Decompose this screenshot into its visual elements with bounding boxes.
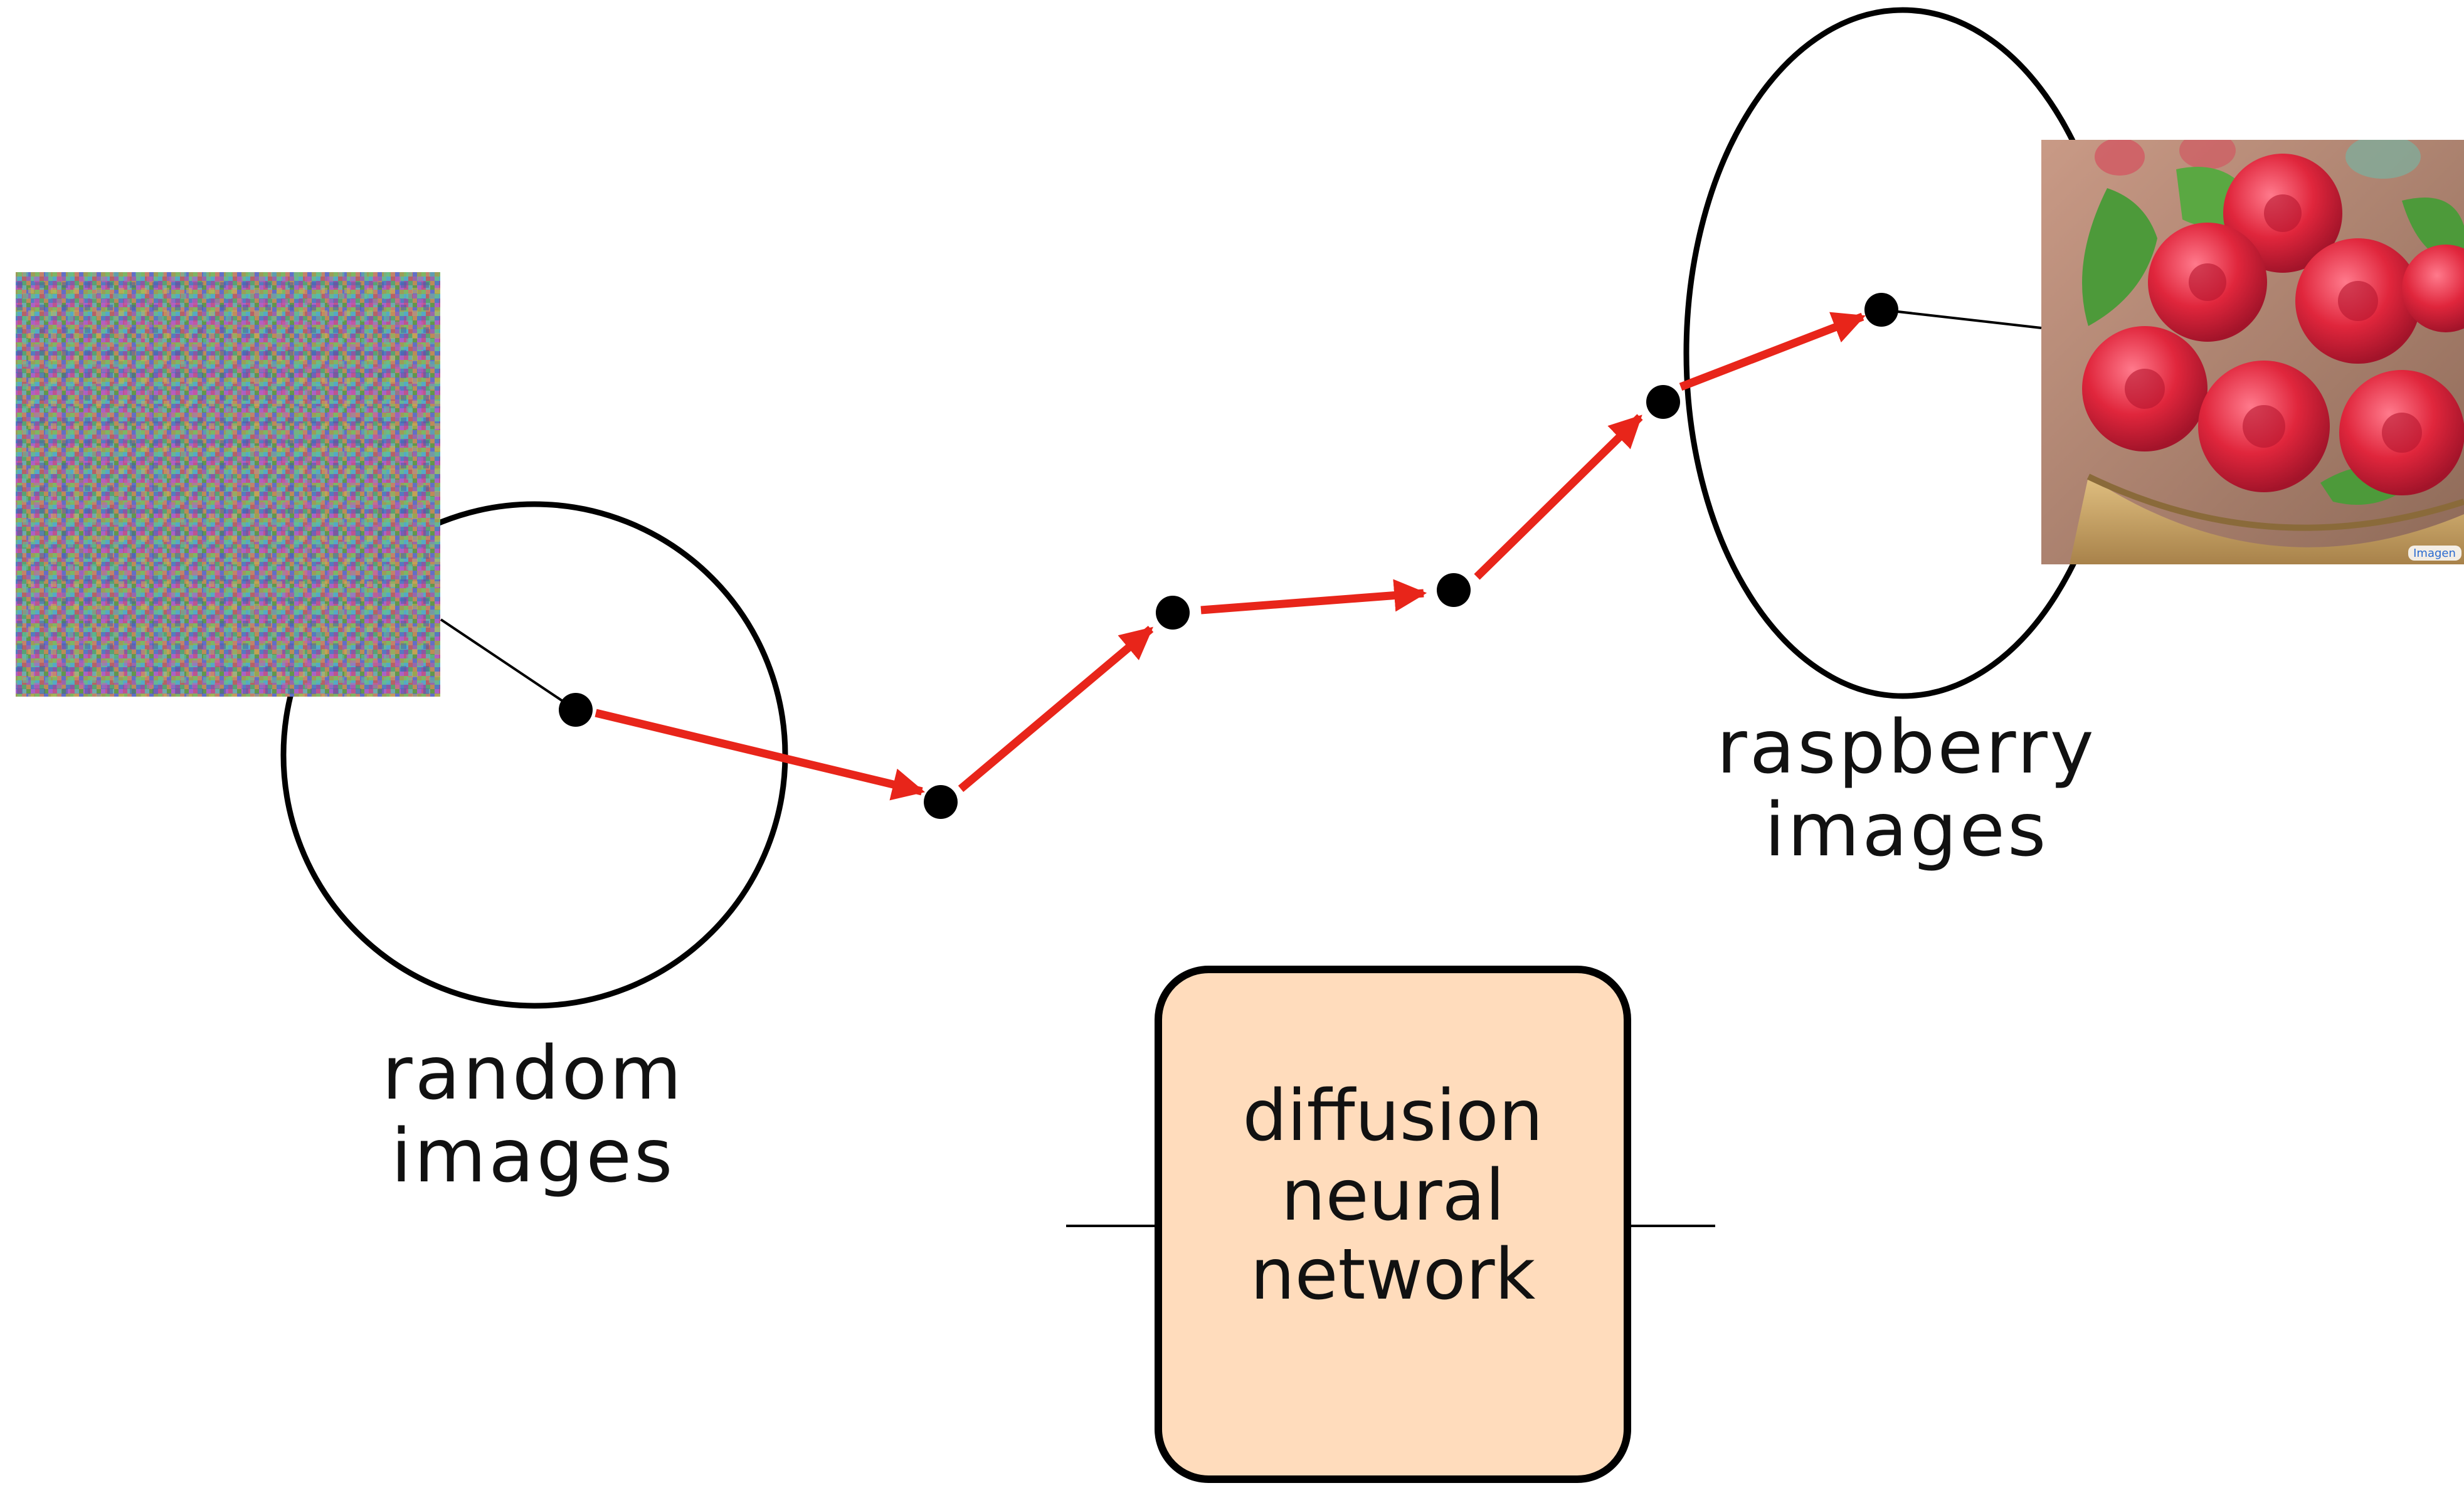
- trajectory-point: [1646, 385, 1680, 419]
- trajectory-arrow: [1474, 414, 1643, 580]
- trajectory-point: [1437, 573, 1471, 607]
- random-noise-image: [16, 272, 440, 697]
- leaf-icon: [2082, 188, 2157, 326]
- label-line: images: [1764, 786, 2049, 873]
- network-label: diffusion neural network: [1162, 1077, 1624, 1315]
- noise-connector-line: [440, 618, 577, 711]
- trajectory-arrow: [1200, 579, 1427, 615]
- label-line: network: [1250, 1234, 1536, 1316]
- label-line: raspberry: [1716, 704, 2097, 790]
- label-line: diffusion: [1242, 1075, 1543, 1157]
- label-line: random: [382, 1030, 684, 1116]
- label-line: images: [391, 1112, 675, 1200]
- trajectory-points: [559, 293, 1898, 819]
- trajectory-point: [924, 785, 958, 819]
- diffusion-neural-network-box: diffusion neural network: [1155, 966, 1631, 1483]
- denoising-trajectory: [595, 312, 1866, 801]
- trajectory-arrow: [1679, 312, 1866, 391]
- trajectory-arrow: [595, 709, 926, 801]
- raspberry-photo: Imagen: [2041, 140, 2464, 564]
- photo-connector-line: [1881, 309, 2042, 329]
- raspberry-images-label: raspberry images: [1656, 705, 2157, 871]
- trajectory-point: [559, 693, 593, 727]
- random-images-label: random images: [288, 1032, 778, 1197]
- label-line: neural: [1281, 1154, 1505, 1237]
- trajectory-point: [1156, 596, 1190, 630]
- trajectory-arrow: [958, 626, 1154, 792]
- photo-watermark: Imagen: [2413, 547, 2456, 560]
- trajectory-point: [1864, 293, 1898, 327]
